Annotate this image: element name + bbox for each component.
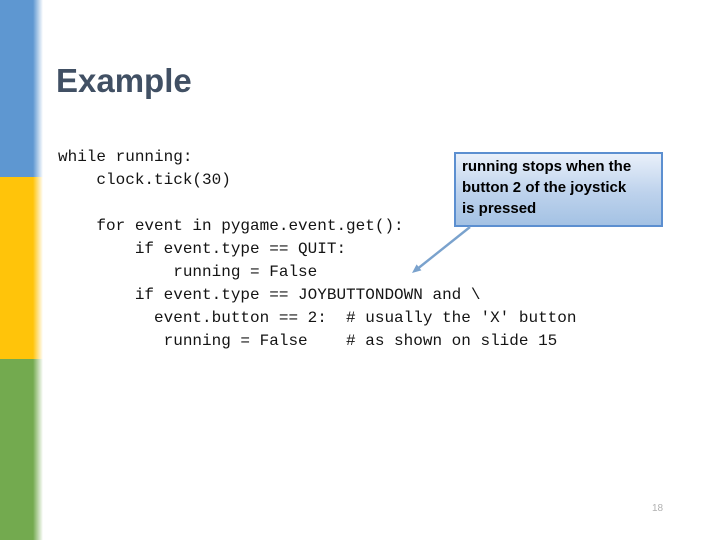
code-block: while running: clock.tick(30) for event … bbox=[58, 148, 577, 350]
accent-bar-green bbox=[0, 359, 44, 540]
callout-arrow-icon bbox=[412, 226, 471, 273]
callout-text-line: button 2 of the joystick bbox=[462, 179, 627, 196]
callout-text-line: is pressed bbox=[462, 200, 537, 217]
callout-box: running stops when the button 2 of the j… bbox=[454, 152, 663, 227]
accent-bar-blue bbox=[0, 0, 44, 177]
slide-title: Example bbox=[56, 62, 192, 99]
page-number: 18 bbox=[652, 503, 664, 514]
callout-text-line: running stops when the bbox=[462, 158, 632, 175]
accent-bar-yellow bbox=[0, 177, 44, 359]
